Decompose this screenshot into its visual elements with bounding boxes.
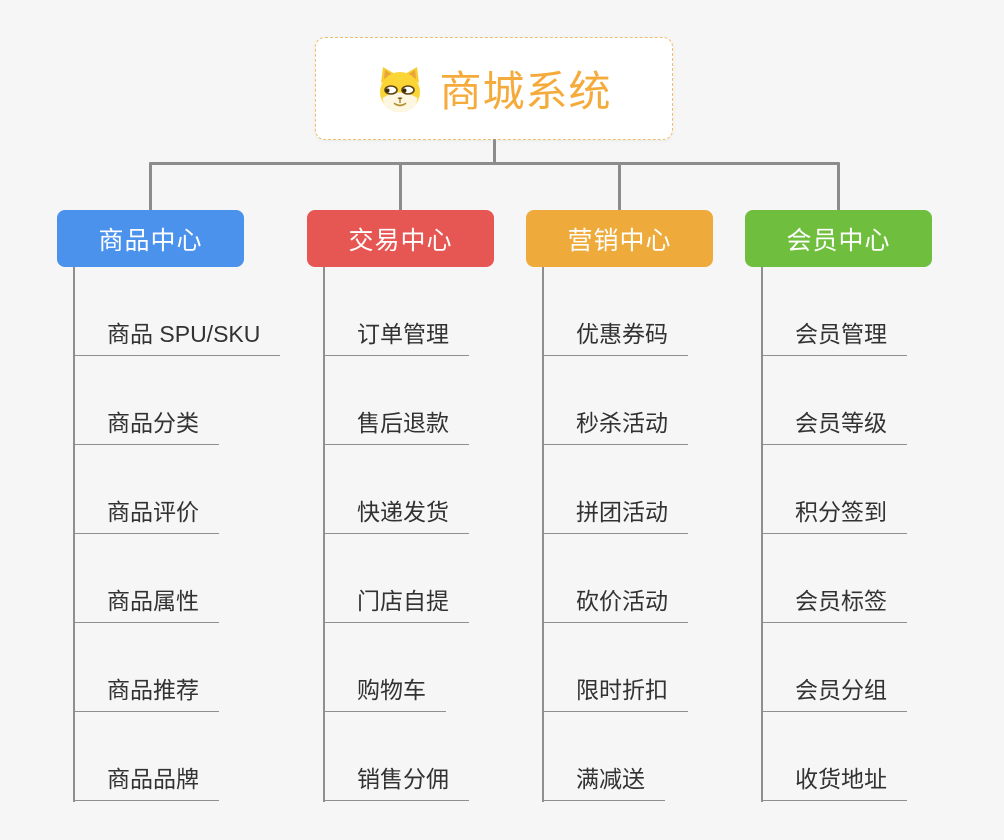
connector-branch-stem-0 bbox=[149, 162, 152, 211]
branch-column-2: 营销中心 优惠券码秒杀活动拼团活动砍价活动限时折扣满减送 bbox=[526, 210, 776, 810]
branch-0-leaf-1[interactable]: 商品分类 bbox=[73, 408, 219, 445]
branch-0-leaf-0[interactable]: 商品 SPU/SKU bbox=[73, 319, 281, 356]
branch-1-leaf-4[interactable]: 购物车 bbox=[323, 675, 446, 712]
branch-1-leaf-0[interactable]: 订单管理 bbox=[323, 319, 469, 356]
branch-header-1[interactable]: 交易中心 bbox=[307, 210, 494, 267]
connector-branch-stem-3 bbox=[837, 162, 840, 211]
branch-1-leaf-5[interactable]: 销售分佣 bbox=[323, 764, 469, 801]
branch-header-0[interactable]: 商品中心 bbox=[57, 210, 244, 267]
connector-root-stem bbox=[493, 139, 496, 163]
branch-header-2[interactable]: 营销中心 bbox=[526, 210, 713, 267]
root-title: 商城系统 bbox=[439, 68, 612, 115]
branch-3-leaf-0[interactable]: 会员管理 bbox=[761, 319, 907, 356]
connector-horizontal-bar bbox=[149, 162, 840, 165]
dog-face-icon bbox=[380, 66, 421, 112]
branch-2-leaf-2[interactable]: 拼团活动 bbox=[542, 497, 688, 534]
branch-1-leaf-1[interactable]: 售后退款 bbox=[323, 408, 469, 445]
branch-trunk-line bbox=[73, 267, 75, 802]
branch-1-leaf-2[interactable]: 快递发货 bbox=[323, 497, 469, 534]
branch-2-leaf-0[interactable]: 优惠券码 bbox=[542, 319, 688, 356]
branch-column-3: 会员中心 会员管理会员等级积分签到会员标签会员分组收货地址 bbox=[745, 210, 995, 810]
branch-0-leaf-3[interactable]: 商品属性 bbox=[73, 586, 219, 623]
branch-header-3[interactable]: 会员中心 bbox=[745, 210, 932, 267]
branch-label: 营销中心 bbox=[567, 226, 672, 255]
branch-trunk-line bbox=[761, 267, 763, 802]
root-node[interactable]: 商城系统 bbox=[315, 37, 673, 140]
branch-3-leaf-5[interactable]: 收货地址 bbox=[761, 764, 907, 801]
branch-trunk-line bbox=[323, 267, 325, 802]
branch-3-leaf-1[interactable]: 会员等级 bbox=[761, 408, 907, 445]
branch-0-leaf-4[interactable]: 商品推荐 bbox=[73, 675, 219, 712]
branch-2-leaf-4[interactable]: 限时折扣 bbox=[542, 675, 688, 712]
branch-column-1: 交易中心 订单管理售后退款快递发货门店自提购物车销售分佣 bbox=[307, 210, 557, 810]
branch-label: 商品中心 bbox=[98, 226, 203, 255]
branch-3-leaf-3[interactable]: 会员标签 bbox=[761, 586, 907, 623]
branch-2-leaf-3[interactable]: 砍价活动 bbox=[542, 586, 688, 623]
branch-1-leaf-3[interactable]: 门店自提 bbox=[323, 586, 469, 623]
branch-label: 交易中心 bbox=[348, 226, 453, 255]
branch-2-leaf-5[interactable]: 满减送 bbox=[542, 764, 665, 801]
branch-column-0: 商品中心 商品 SPU/SKU 商品分类商品评价商品属性商品推荐商品品牌 bbox=[57, 210, 307, 810]
branch-2-leaf-1[interactable]: 秒杀活动 bbox=[542, 408, 688, 445]
branch-3-leaf-4[interactable]: 会员分组 bbox=[761, 675, 907, 712]
connector-branch-stem-1 bbox=[399, 162, 402, 211]
branch-trunk-line bbox=[542, 267, 544, 802]
branch-0-leaf-2[interactable]: 商品评价 bbox=[73, 497, 219, 534]
branch-3-leaf-2[interactable]: 积分签到 bbox=[761, 497, 907, 534]
connector-branch-stem-2 bbox=[618, 162, 621, 211]
branch-0-leaf-5[interactable]: 商品品牌 bbox=[73, 764, 219, 801]
branch-label: 会员中心 bbox=[786, 226, 891, 255]
